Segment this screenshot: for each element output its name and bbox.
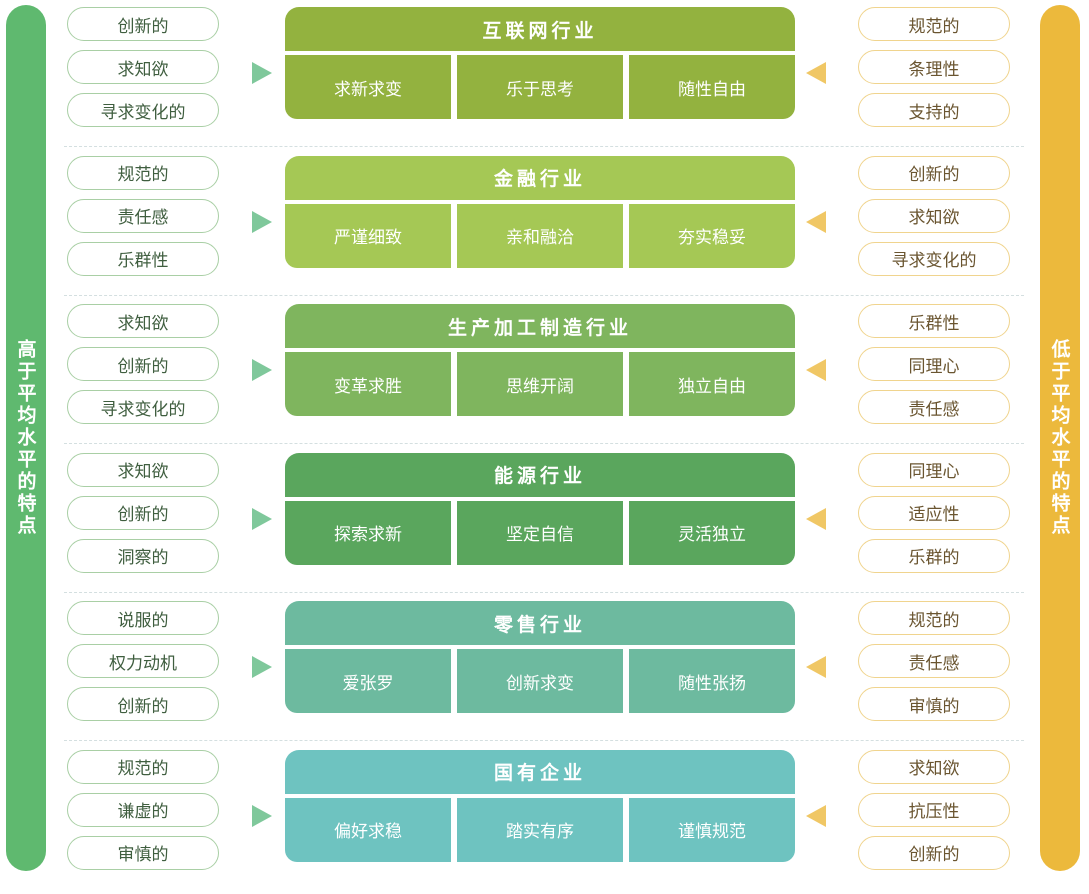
high-trait-pill: 求知欲 [67,50,219,84]
high-trait-pill: 寻求变化的 [67,390,219,424]
industry-trait-cell: 爱张罗 [285,649,451,713]
row-divider [64,740,1024,741]
industry-card: 互联网行业求新求变乐于思考随性自由 [285,7,795,119]
low-trait-pill: 规范的 [858,7,1010,41]
industry-row: 规范的责任感乐群性 创新的求知欲寻求变化的 金融行业严谨细致亲和融洽夯实稳妥 [0,154,1089,300]
left-side-label: 高于平均水平的特点 [14,339,37,537]
industry-trait-cell: 探索求新 [285,500,451,565]
row-divider [64,146,1024,147]
low-trait-pill: 审慎的 [858,687,1010,721]
high-trait-pill: 创新的 [67,7,219,41]
high-trait-pill: 说服的 [67,601,219,635]
arrow-left-icon [806,210,826,233]
high-trait-pill: 创新的 [67,347,219,381]
industry-trait-cell: 独立自由 [629,352,795,416]
high-trait-pill: 权力动机 [67,644,219,678]
industry-card: 零售行业爱张罗创新求变随性张扬 [285,601,795,713]
industry-row: 求知欲创新的洞察的 同理心适应性乐群的 能源行业探索求新坚定自信灵活独立 [0,451,1089,597]
low-trait-pill: 寻求变化的 [858,241,1010,276]
arrow-right-icon [252,507,272,530]
low-trait-pill: 乐群性 [858,304,1010,338]
industry-row: 规范的谦虚的审慎的 求知欲抗压性创新的 国有企业偏好求稳踏实有序谨慎规范 [0,748,1089,894]
industry-trait-cell: 夯实稳妥 [629,203,795,268]
high-trait-pill: 寻求变化的 [67,93,219,127]
high-trait-pill: 求知欲 [67,304,219,338]
high-trait-pill: 乐群性 [67,241,219,276]
row-divider [64,443,1024,444]
row-divider [64,294,1024,296]
low-trait-pill: 支持的 [858,93,1010,127]
arrow-right-icon [252,62,272,84]
low-trait-pill: 求知欲 [858,198,1010,233]
high-trait-pill: 创新的 [67,495,219,530]
arrow-left-icon [806,656,826,678]
industry-trait-cell: 乐于思考 [457,55,623,119]
right-side-label: 低于平均水平的特点 [1048,339,1071,537]
industry-trait-cell: 谨慎规范 [629,797,795,862]
low-trait-pill: 同理心 [858,452,1010,487]
industry-trait-cell: 求新求变 [285,55,451,119]
low-trait-pill: 求知欲 [858,749,1010,784]
arrow-left-icon [806,507,826,530]
low-trait-pill: 适应性 [858,495,1010,530]
arrow-left-icon [806,804,826,827]
industry-trait-cell: 严谨细致 [285,203,451,268]
low-trait-pill: 乐群的 [858,538,1010,573]
industry-card: 金融行业严谨细致亲和融洽夯实稳妥 [285,155,795,268]
high-trait-pill: 求知欲 [67,452,219,487]
high-trait-pill: 审慎的 [67,835,219,870]
industry-trait-cell: 偏好求稳 [285,797,451,862]
industry-card: 国有企业偏好求稳踏实有序谨慎规范 [285,749,795,862]
high-trait-pill: 洞察的 [67,538,219,573]
high-trait-pill: 规范的 [67,749,219,784]
industry-trait-cell: 思维开阔 [457,352,623,416]
industry-trait-cell: 随性自由 [629,55,795,119]
low-trait-pill: 责任感 [858,390,1010,424]
industry-trait-cell: 坚定自信 [457,500,623,565]
industry-title: 互联网行业 [285,7,795,51]
industry-trait-cell: 变革求胜 [285,352,451,416]
industry-trait-cell: 随性张扬 [629,649,795,713]
low-trait-pill: 同理心 [858,347,1010,381]
arrow-right-icon [252,804,272,827]
arrow-right-icon [252,656,272,678]
low-trait-pill: 创新的 [858,835,1010,870]
right-side-label-bar: 低于平均水平的特点 [1040,5,1080,871]
industry-title: 国有企业 [285,749,795,794]
arrow-left-icon [806,359,826,381]
industry-card: 能源行业探索求新坚定自信灵活独立 [285,452,795,565]
low-trait-pill: 条理性 [858,50,1010,84]
industry-trait-cell: 灵活独立 [629,500,795,565]
industry-row: 说服的权力动机创新的 规范的责任感审慎的 零售行业爱张罗创新求变随性张扬 [0,599,1089,745]
industry-trait-cell: 踏实有序 [457,797,623,862]
arrow-right-icon [252,210,272,233]
left-side-label-bar: 高于平均水平的特点 [6,5,46,871]
low-trait-pill: 创新的 [858,155,1010,190]
low-trait-pill: 抗压性 [858,792,1010,827]
industry-row: 创新的求知欲寻求变化的 规范的条理性支持的 互联网行业求新求变乐于思考随性自由 [0,5,1089,151]
high-trait-pill: 责任感 [67,198,219,233]
industry-title: 能源行业 [285,452,795,497]
low-trait-pill: 责任感 [858,644,1010,678]
industry-trait-cell: 亲和融洽 [457,203,623,268]
high-trait-pill: 谦虚的 [67,792,219,827]
arrow-right-icon [252,359,272,381]
industry-title: 生产加工制造行业 [285,304,795,348]
industry-title: 零售行业 [285,601,795,645]
high-trait-pill: 创新的 [67,687,219,721]
arrow-left-icon [806,62,826,84]
row-divider [64,591,1024,593]
industry-title: 金融行业 [285,155,795,200]
industry-row: 求知欲创新的寻求变化的 乐群性同理心责任感 生产加工制造行业变革求胜思维开阔独立自由 [0,302,1089,448]
industry-card: 生产加工制造行业变革求胜思维开阔独立自由 [285,304,795,416]
low-trait-pill: 规范的 [858,601,1010,635]
industry-trait-cell: 创新求变 [457,649,623,713]
high-trait-pill: 规范的 [67,155,219,190]
